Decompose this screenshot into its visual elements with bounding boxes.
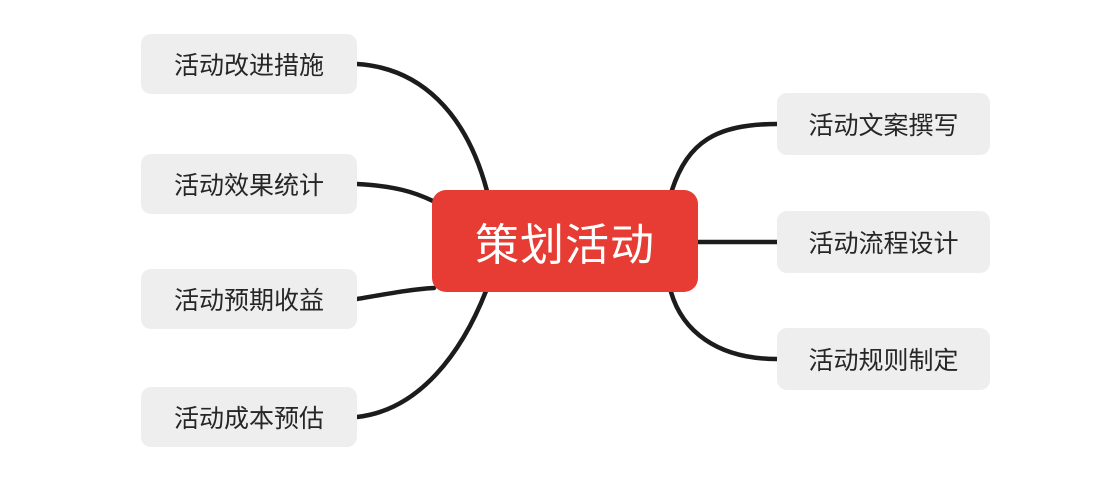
branch-node-expected-revenue[interactable]: 活动预期收益 — [141, 269, 357, 329]
connector-right-3 — [668, 289, 780, 362]
connector-left-4 — [354, 288, 489, 420]
branch-node-effect-statistics[interactable]: 活动效果统计 — [141, 154, 357, 214]
connector-right-1 — [669, 121, 780, 193]
branch-node-rules-making[interactable]: 活动规则制定 — [777, 328, 990, 390]
connector-left-3 — [354, 285, 437, 302]
branch-node-cost-estimate[interactable]: 活动成本预估 — [141, 387, 357, 447]
branch-node-improvement-measures[interactable]: 活动改进措施 — [141, 34, 357, 94]
connector-left-1 — [354, 61, 490, 194]
root-node-plan-activity[interactable]: 策划活动 — [432, 190, 698, 292]
branch-node-copywriting[interactable]: 活动文案撰写 — [777, 93, 990, 155]
connector-left-2 — [354, 181, 436, 204]
branch-node-process-design[interactable]: 活动流程设计 — [777, 211, 990, 273]
